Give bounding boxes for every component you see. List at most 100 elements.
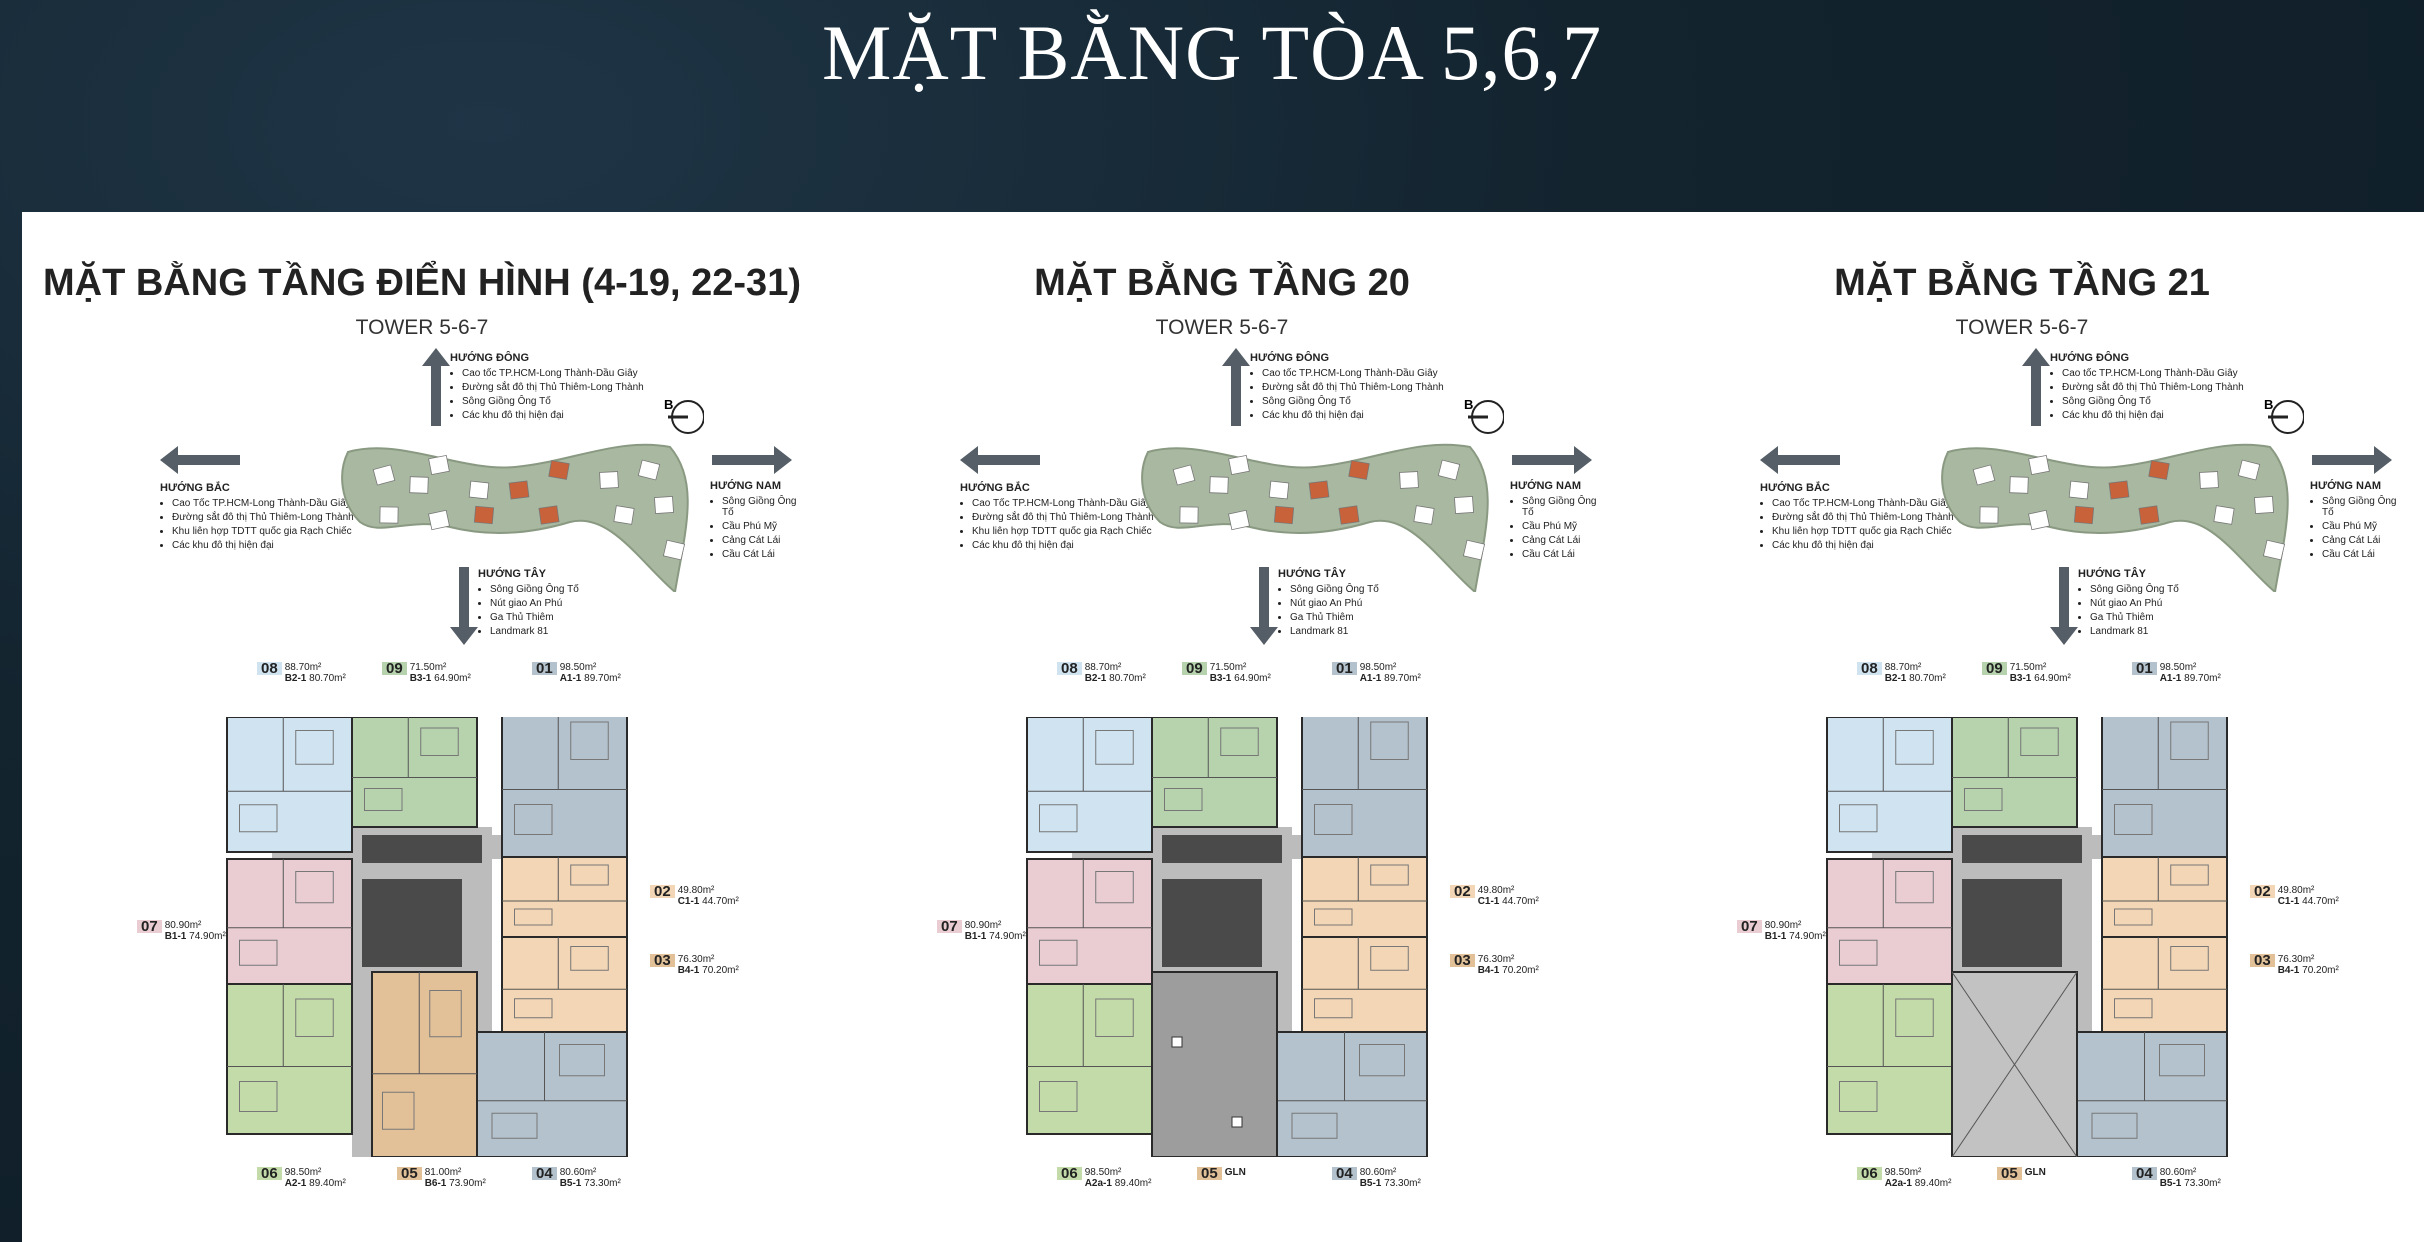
unit-number: 05 bbox=[1197, 1166, 1222, 1181]
direction-heading: HƯỚNG TÂY bbox=[1278, 568, 1347, 580]
unit-area-net: 89.70m² bbox=[584, 673, 621, 684]
unit-area-total: 98.50m² bbox=[559, 662, 597, 673]
unit-09 bbox=[1151, 717, 1278, 828]
direction-item: Cảng Cát Lái bbox=[722, 535, 810, 546]
unit-area-total: 71.50m² bbox=[409, 662, 447, 673]
site-plan bbox=[1141, 443, 1489, 592]
building-block bbox=[2254, 495, 2274, 515]
direction-list: Sông Giồng Ông TốCầu Phú MỹCảng Cát LáiC… bbox=[1510, 496, 1610, 560]
direction-item: Cao tốc TP.HCM-Long Thành-Dầu Giây bbox=[2062, 368, 2250, 379]
unit-area-total: 49.80m² bbox=[2277, 885, 2315, 896]
south-arrow-icon bbox=[450, 567, 478, 645]
unit-number: 06 bbox=[257, 1166, 282, 1181]
building-block bbox=[409, 476, 429, 494]
direction-heading: HƯỚNG ĐÔNG bbox=[2050, 352, 2130, 364]
direction-item: Ga Thủ Thiêm bbox=[1290, 612, 1428, 623]
unit-number: 07 bbox=[137, 919, 162, 934]
building-block bbox=[538, 505, 560, 525]
unit-area-net: 89.70m² bbox=[2184, 673, 2221, 684]
building-block bbox=[2199, 471, 2219, 489]
direction-item: Cầu Cát Lái bbox=[722, 549, 810, 560]
direction-list: Cao Tốc TP.HCM-Long Thành-Dầu GiâyĐường … bbox=[960, 498, 1160, 551]
unit-area-total: 81.00m² bbox=[424, 1167, 462, 1178]
direction-item: Nút giao An Phú bbox=[490, 598, 628, 609]
unit-number: 03 bbox=[2250, 953, 2275, 968]
unit-area-total: 49.80m² bbox=[677, 885, 715, 896]
direction-item: Cao tốc TP.HCM-Long Thành-Dầu Giây bbox=[462, 368, 650, 379]
unit-area-net: 80.70m² bbox=[309, 673, 346, 684]
building-block bbox=[637, 459, 661, 481]
east-arrow-icon bbox=[2312, 446, 2392, 474]
direction-heading: HƯỚNG NAM bbox=[1510, 480, 1582, 492]
unit-area-net: 44.70m² bbox=[1502, 896, 1539, 907]
unit-area-net: 89.40m² bbox=[1914, 1178, 1952, 1189]
unit-area-net: 89.40m² bbox=[1114, 1178, 1152, 1189]
unit-area-total: 80.90m² bbox=[164, 920, 202, 931]
unit-code: B4-1 bbox=[1477, 965, 1500, 976]
direction-list: Sông Giồng Ông TốNút giao An PhúGa Thủ T… bbox=[2078, 584, 2228, 637]
unit-area-total: 88.70m² bbox=[284, 662, 322, 673]
unit-code: B5-1 bbox=[2159, 1178, 2182, 1189]
unit-03 bbox=[501, 936, 628, 1033]
direction-item: Sông Giồng Ông Tố bbox=[1522, 496, 1610, 518]
unit-number: 08 bbox=[1057, 661, 1082, 676]
unit-number: 04 bbox=[532, 1166, 557, 1181]
direction-item: Sông Giồng Ông Tố bbox=[1262, 396, 1450, 407]
panel-title: MẶT BẰNG TẦNG 21 bbox=[1834, 262, 2210, 304]
direction-south: HƯỚNG NAM Sông Giồng Ông TốCầu Phú MỹCản… bbox=[1510, 480, 1610, 563]
unit-code: B3-1 bbox=[409, 673, 432, 684]
direction-item: Sông Giồng Ông Tố bbox=[2322, 496, 2410, 518]
north-up-arrow-icon bbox=[2022, 348, 2050, 426]
unit-area-total: 98.50m² bbox=[1359, 662, 1397, 673]
floorplan-sheet: MẶT BẰNG TẦNG ĐIỂN HÌNH (4-19, 22-31)TOW… bbox=[22, 212, 2424, 1242]
building-block bbox=[662, 539, 686, 561]
building-block bbox=[1268, 480, 1290, 500]
unit-number: 08 bbox=[1857, 661, 1882, 676]
direction-item: Ga Thủ Thiêm bbox=[490, 612, 628, 623]
direction-list: Cao tốc TP.HCM-Long Thành-Dầu GiâyĐường … bbox=[1250, 368, 1450, 421]
west-arrow-icon bbox=[960, 446, 1040, 474]
unit-area-total: 98.50m² bbox=[284, 1167, 322, 1178]
unit-number: 05 bbox=[1997, 1166, 2022, 1181]
direction-item: Khu liên hợp TDTT quốc gia Rạch Chiếc bbox=[972, 526, 1160, 537]
west-arrow-icon bbox=[160, 446, 240, 474]
unit-03 bbox=[2101, 936, 2228, 1033]
unit-code: B4-1 bbox=[677, 965, 700, 976]
direction-east: HƯỚNG ĐÔNG Cao tốc TP.HCM-Long Thành-Dầu… bbox=[450, 352, 650, 424]
direction-heading: HƯỚNG TÂY bbox=[478, 568, 547, 580]
direction-list: Cao Tốc TP.HCM-Long Thành-Dầu GiâyĐường … bbox=[160, 498, 360, 551]
tower-label: TOWER 5-6-7 bbox=[1155, 316, 1289, 339]
direction-item: Sông Giồng Ông Tố bbox=[2090, 584, 2228, 595]
south-arrow-icon bbox=[1250, 567, 1278, 645]
unit-08 bbox=[226, 717, 353, 853]
unit-code: B5-1 bbox=[559, 1178, 582, 1189]
unit-number: 06 bbox=[1057, 1166, 1082, 1181]
building-block bbox=[1399, 471, 1419, 489]
compass-icon: B bbox=[2264, 395, 2305, 435]
community-space bbox=[1151, 971, 1278, 1157]
unit-code: A2-1 bbox=[284, 1178, 307, 1189]
unit-code: B1-1 bbox=[164, 931, 187, 942]
building-block bbox=[1273, 505, 1295, 525]
east-arrow-icon bbox=[712, 446, 792, 474]
direction-item: Nút giao An Phú bbox=[1290, 598, 1428, 609]
